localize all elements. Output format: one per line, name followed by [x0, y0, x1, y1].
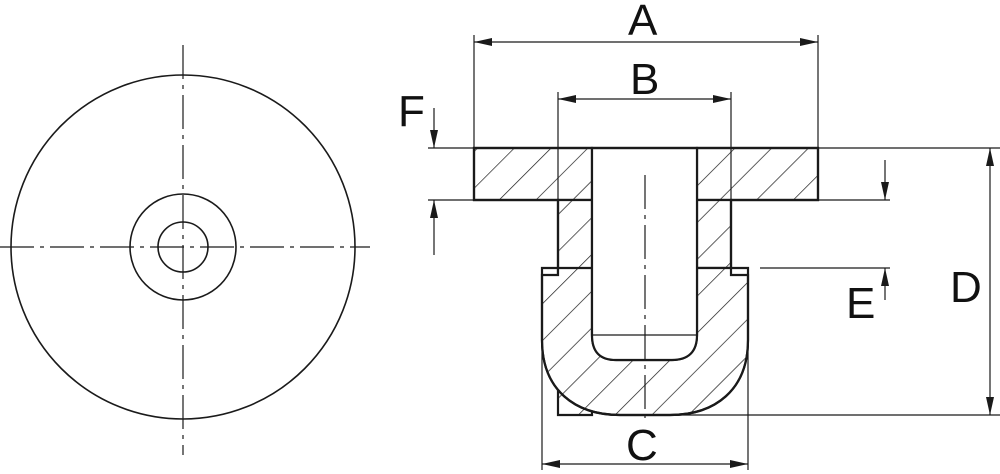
section-view [472, 146, 820, 418]
label-b: B [630, 55, 659, 104]
label-a: A [628, 0, 658, 45]
label-c: C [626, 421, 658, 470]
dimensions [428, 35, 1000, 470]
front-view [0, 45, 370, 455]
neck-right-section [695, 198, 733, 270]
flange-right-section [695, 146, 820, 202]
label-f: F [398, 87, 425, 136]
flange-left-section [472, 146, 594, 202]
label-e: E [846, 279, 875, 328]
label-d: D [950, 263, 982, 312]
